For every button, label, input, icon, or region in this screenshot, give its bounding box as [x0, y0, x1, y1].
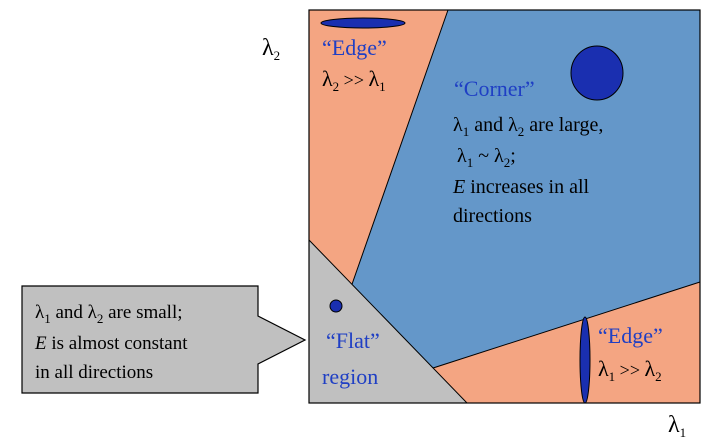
horizontal-ellipse-icon — [320, 17, 406, 29]
vertical-ellipse-icon — [579, 316, 591, 404]
flat-title: “Flat” — [326, 328, 380, 353]
callout-line-2: E is almost constant — [34, 333, 188, 354]
edge-right-title: “Edge” — [598, 323, 663, 348]
callout-arrow-shape — [21, 285, 307, 394]
x-axis-label: λ1 — [668, 412, 686, 440]
y-axis-label: λ2 — [262, 35, 280, 63]
edge-top-condition: λ2 >> λ1 — [322, 66, 386, 94]
small-circle-icon — [329, 299, 343, 313]
corner-line-4: directions — [453, 205, 532, 227]
plot-area — [308, 9, 701, 404]
corner-line-3: E increases in all — [452, 176, 590, 198]
corner-title: “Corner” — [454, 76, 535, 101]
callout-line-1: λ1 and λ2 are small; — [35, 302, 183, 326]
plot-border — [308, 9, 701, 404]
corner-line-2: λ1 ~ λ2; — [457, 145, 516, 170]
large-circle-icon — [570, 45, 624, 101]
corner-line-1: λ1 and λ2 are large, — [453, 114, 603, 139]
flat-subtitle: region — [322, 364, 378, 389]
flat-callout: λ1 and λ2 are small; E is almost constan… — [21, 285, 307, 394]
callout-line-3: in all directions — [35, 362, 153, 383]
edge-right-condition: λ1 >> λ2 — [598, 356, 662, 384]
edge-top-title: “Edge” — [322, 35, 387, 60]
